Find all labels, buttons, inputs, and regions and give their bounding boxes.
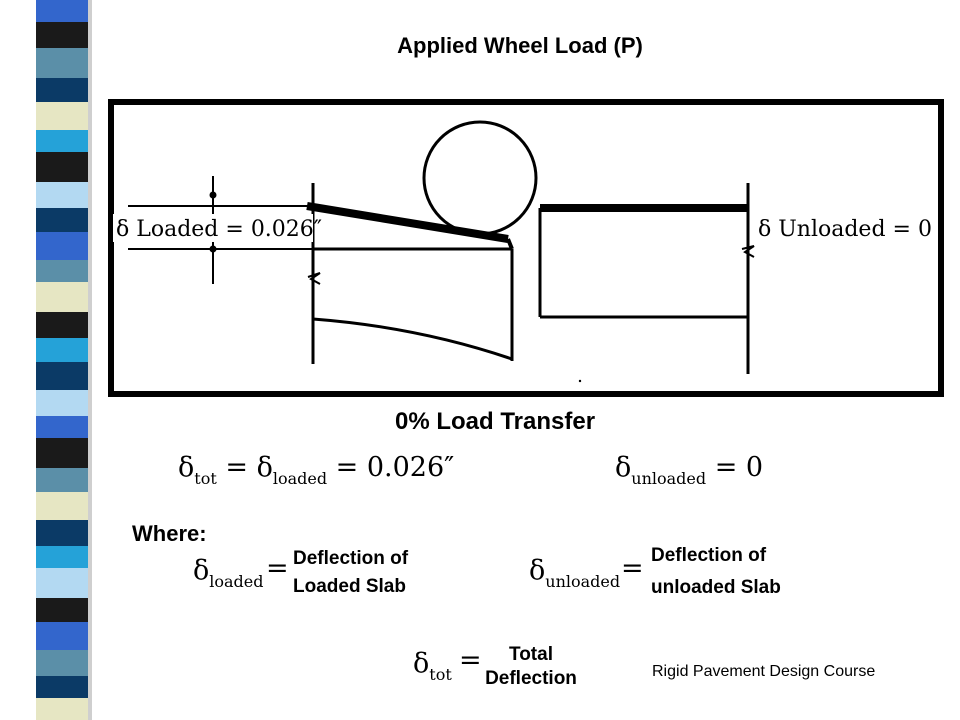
unloaded-deflection-label: δ Unloaded = 0 (758, 217, 932, 242)
total-symbol: δtot (413, 648, 452, 684)
total-equals: = (459, 645, 482, 676)
loaded-slab (306, 183, 514, 364)
unloaded-slab (538, 183, 755, 374)
load-transfer-subtitle: 0% Load Transfer (394, 408, 596, 435)
total-definition: Total Deflection (485, 644, 577, 689)
slab-diagram: δ Loaded = 0.026″ δ Unloaded = 0 (108, 99, 944, 397)
loaded-symbol: δloaded (193, 555, 264, 591)
loaded-deflection-label: δ Loaded = 0.026″ (116, 217, 322, 242)
decorative-stripe-bar (0, 0, 110, 720)
where-label: Where: (132, 521, 207, 546)
unloaded-symbol: δunloaded (529, 555, 621, 591)
wheel (422, 120, 538, 236)
unloaded-equation: δunloaded = 0 (615, 452, 764, 488)
total-loaded-equation: δtot = δloaded = 0.026″ (178, 452, 455, 488)
loaded-definition: Deflection of Loaded Slab (293, 548, 409, 597)
page-title: Applied Wheel Load (P) (397, 33, 643, 58)
unloaded-definition: Deflection of unloaded Slab (651, 545, 781, 598)
unloaded-equals: = (621, 553, 644, 584)
course-footer: Rigid Pavement Design Course (652, 663, 876, 680)
loaded-equals: = (266, 553, 289, 584)
